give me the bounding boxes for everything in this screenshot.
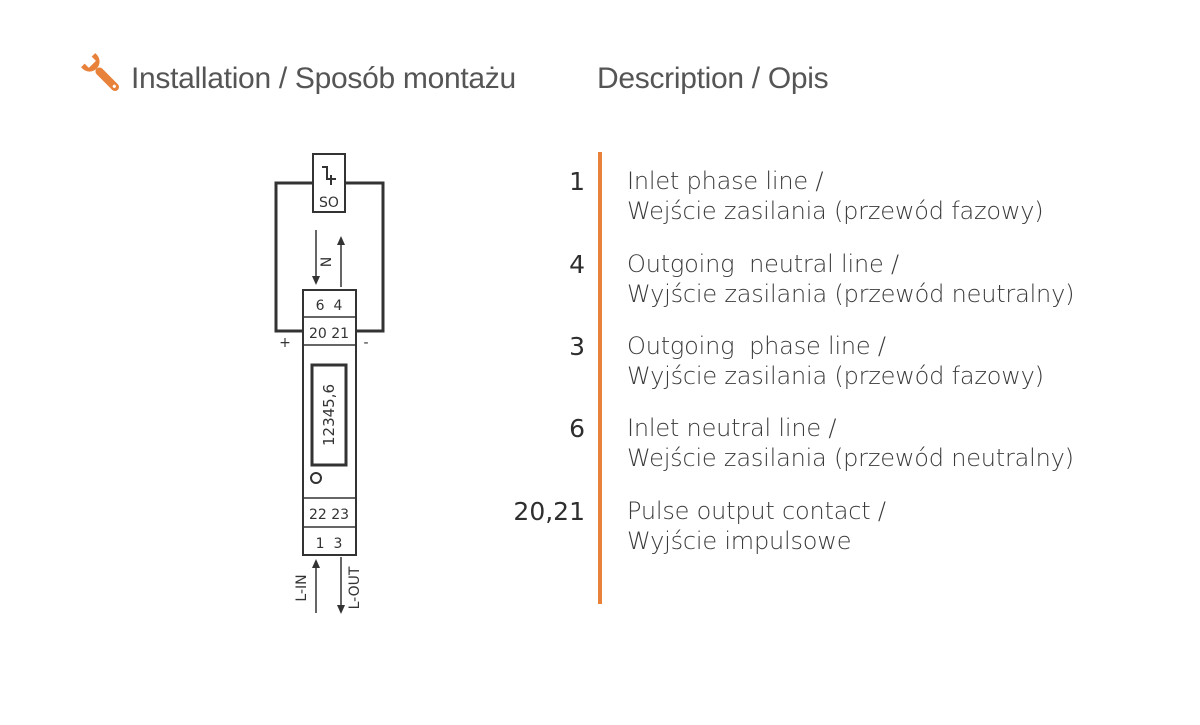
- description-entry: 1 Inlet phase line / Wejście zasilania (…: [0, 167, 1200, 227]
- terminals-20-21: 20 21: [309, 326, 349, 342]
- description-entry: 4 Outgoing neutral line / Wyjście zasila…: [0, 250, 1200, 310]
- terminal-number: 20,21: [513, 497, 585, 526]
- terminals-6-4: 6 4: [316, 298, 343, 314]
- terminal-number: 1: [569, 167, 585, 196]
- entry-line-pl: Wyjście impulsowe: [627, 527, 852, 555]
- pulse-led: [310, 472, 322, 484]
- meter-body: [302, 289, 357, 556]
- entry-line-pl: Wejście zasilania (przewód neutralny): [627, 444, 1074, 472]
- entry-line-en: Inlet phase line /: [627, 167, 824, 195]
- entry-line-pl: Wyjście zasilania (przewód neutralny): [627, 280, 1075, 308]
- entry-line-en: Inlet neutral line /: [627, 414, 837, 442]
- wrench-icon: [81, 53, 120, 92]
- description-entry: 20,21 Pulse output contact / Wyjście imp…: [0, 497, 1200, 557]
- entry-line-pl: Wejście zasilania (przewód fazowy): [627, 197, 1044, 225]
- entry-line-en: Pulse output contact /: [627, 497, 886, 525]
- terminals-22-23: 22 23: [309, 507, 349, 523]
- divider-line: [598, 152, 602, 604]
- l-out-label: L-OUT: [347, 566, 363, 609]
- terminal-number: 6: [569, 414, 585, 443]
- entry-line-en: Outgoing phase line /: [627, 332, 886, 360]
- terminals-1-3: 1 3: [316, 536, 343, 552]
- description-entry: 3 Outgoing phase line / Wyjście zasilani…: [0, 332, 1200, 392]
- meter-display: [310, 363, 348, 467]
- entry-line-pl: Wyjście zasilania (przewód fazowy): [627, 362, 1044, 390]
- switch-symbol: [322, 166, 336, 185]
- terminal-number: 3: [569, 332, 585, 361]
- n-label: N: [319, 257, 335, 267]
- l-in-label: L-IN: [294, 574, 310, 601]
- terminal-number: 4: [569, 250, 585, 279]
- pulse-wire-left: [274, 181, 313, 333]
- minus-label: -: [363, 335, 368, 351]
- installation-title: Installation / Sposób montażu: [131, 62, 516, 95]
- entry-line-en: Outgoing neutral line /: [627, 250, 899, 278]
- plus-label: +: [279, 335, 291, 351]
- wiring-diagram: SO + - N 6 4 20 21 12345,6 22 23 1 3 L-I…: [274, 153, 385, 614]
- description-title: Description / Opis: [597, 62, 829, 95]
- pulse-wire-right: [345, 181, 385, 333]
- so-label: SO: [319, 195, 339, 211]
- description-entry: 6 Inlet neutral line / Wejście zasilania…: [0, 414, 1200, 474]
- display-value: 12345,6: [320, 384, 338, 446]
